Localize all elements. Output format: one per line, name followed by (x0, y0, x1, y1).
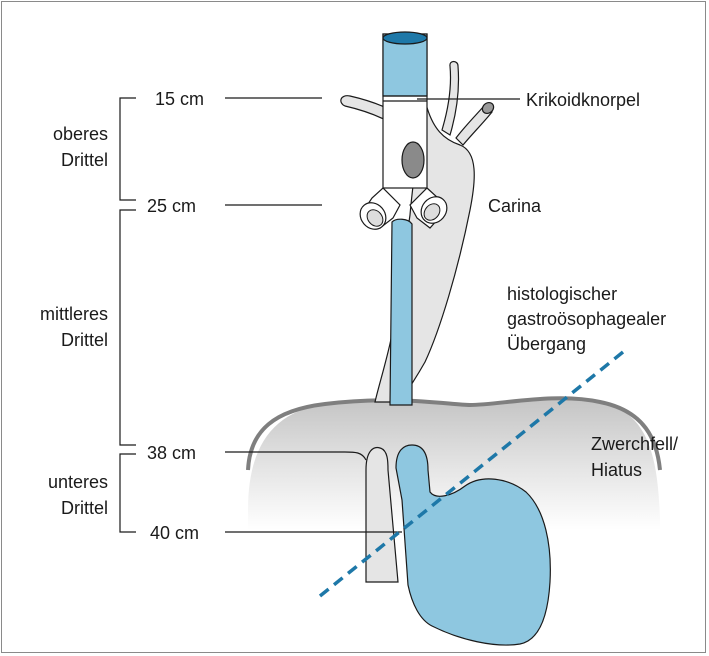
label-40cm: 40 cm (150, 523, 199, 543)
label-diaphragm-1: Zwerchfell/ (591, 434, 678, 454)
label-upper-third-2: Drittel (61, 150, 108, 170)
label-carina: Carina (488, 196, 542, 216)
dark-oval (402, 142, 424, 178)
bracket-lower-third (120, 454, 136, 532)
esophagus (390, 219, 412, 405)
label-upper-third-1: oberes (53, 124, 108, 144)
label-38cm: 38 cm (147, 443, 196, 463)
label-15cm: 15 cm (155, 89, 204, 109)
middle-branch (442, 62, 459, 136)
label-lower-third-1: unteres (48, 472, 108, 492)
trachea-opening (383, 32, 427, 44)
label-junction-1: histologischer (507, 284, 617, 304)
bracket-middle-third (120, 210, 136, 445)
label-junction-2: gastroösophagealer (507, 309, 666, 329)
label-cricoid: Krikoidknorpel (526, 90, 640, 110)
label-diaphragm-2: Hiatus (591, 460, 642, 480)
label-middle-third-1: mittleres (40, 304, 108, 324)
label-lower-third-2: Drittel (61, 498, 108, 518)
label-middle-third-2: Drittel (61, 330, 108, 350)
label-junction-3: Übergang (507, 334, 586, 354)
bracket-upper-third (120, 98, 136, 200)
label-25cm: 25 cm (147, 196, 196, 216)
